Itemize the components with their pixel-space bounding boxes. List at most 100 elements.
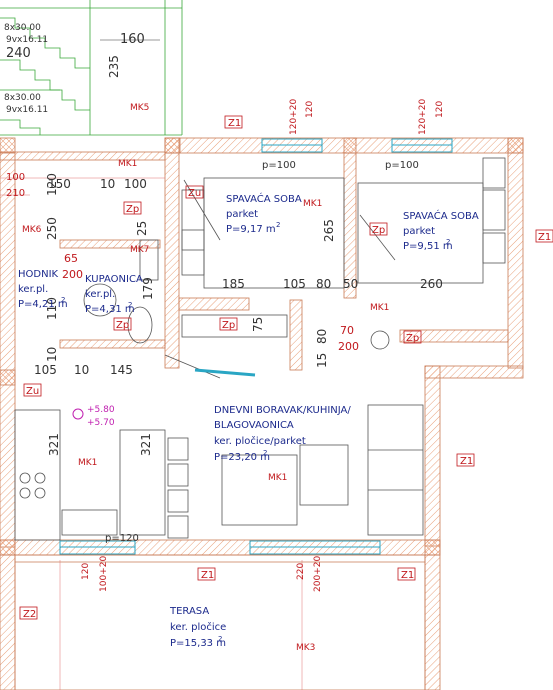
staircase [0,0,183,136]
svg-text:p=100: p=100 [262,160,296,171]
svg-text:Z1: Z1 [401,570,414,581]
room-dnevni-floor: ker. pločice/parket [214,435,306,447]
room-dnevni-area: P=23,20 m [214,452,270,463]
svg-text:Z1: Z1 [460,456,473,467]
mk1-living: MK1 [268,473,287,483]
tag-zp-5: Zp [403,330,422,344]
svg-text:Z1: Z1 [201,570,214,581]
svg-text:10: 10 [45,347,59,362]
svg-text:75: 75 [251,317,265,332]
svg-text:2: 2 [446,238,450,246]
svg-text:105: 105 [34,363,57,377]
svg-text:185: 185 [222,277,245,291]
svg-text:p=120: p=120 [105,533,139,544]
svg-text:120: 120 [81,563,91,580]
mk7: MK7 [130,245,149,255]
room-bed1-area: P=9,17 m [226,224,276,235]
svg-text:Zu: Zu [188,188,201,199]
svg-text:80: 80 [315,329,329,344]
room-bed2-name: SPAVAĆA SOBA [403,209,479,222]
stair-label-1b: 9vx16.11 [6,35,48,45]
svg-text:50: 50 [343,277,358,291]
tag-zp-4: Zp [219,317,238,331]
room-dnevni-line1: DNEVNI BORAVAK/KUHINJA/ [214,405,351,416]
furniture [14,157,506,541]
tag-zp-3: Zp [113,317,132,331]
svg-text:2: 2 [61,296,65,304]
stair-label-2a: 8x30.00 [4,93,41,103]
level-1: +5.80 [87,405,115,415]
room-dnevni-line2: BLAGOVAONICA [214,420,294,431]
svg-text:Z1: Z1 [228,118,241,129]
dimensions: p=100 p=100 p=120 150 10 100 120 250 25 … [6,99,445,592]
tag-z1-top: Z1 [224,115,243,129]
svg-text:260: 260 [420,277,443,291]
dim-235: 235 [107,55,121,78]
svg-text:65: 65 [64,252,78,265]
tag-z1-living: Z1 [456,453,475,467]
room-hodnik-area: P=4,21 m [18,299,68,310]
svg-text:150: 150 [48,177,71,191]
room-bed2-floor: parket [403,226,435,237]
svg-text:Zu: Zu [26,386,39,397]
room-kupaonica-floor: ker.pl. [85,289,115,300]
room-labels: SPAVAĆA SOBA parket P=9,17 m 2 SPAVAĆA S… [18,192,479,649]
svg-text:70: 70 [340,324,354,337]
dim-160: 160 [120,32,145,47]
walls [0,137,524,556]
dim-240: 240 [6,46,31,61]
tag-z2: Z2 [19,606,38,620]
svg-text:145: 145 [110,363,133,377]
tag-zu-1: Zu [185,185,204,199]
mk1-top: MK1 [118,159,137,169]
svg-text:Z2: Z2 [23,609,36,620]
svg-text:105: 105 [283,277,306,291]
axis-lines [0,177,303,690]
room-kupaonica-area: P=4,31 m [85,304,135,315]
svg-text:110: 110 [45,297,59,320]
svg-text:120+20: 120+20 [289,99,299,135]
mk5: MK5 [130,103,149,113]
svg-text:Zp: Zp [126,204,139,215]
svg-text:120: 120 [305,101,315,118]
stair-dims: 160 240 235 8x30.00 9vx16.11 8x30.00 9vx… [4,23,160,115]
svg-text:Zp: Zp [222,320,235,331]
svg-text:265: 265 [322,219,336,242]
svg-text:321: 321 [139,433,153,456]
svg-text:2: 2 [263,449,267,457]
svg-text:210: 210 [6,188,25,199]
svg-text:250: 250 [45,217,59,240]
tag-z1-right: Z1 [535,229,553,243]
room-bed1-floor: parket [226,209,258,220]
tag-z1-bottom2: Z1 [397,567,416,581]
svg-text:Zp: Zp [116,320,129,331]
level-2: +5.70 [87,418,115,428]
room-hodnik-name: HODNIK [18,269,59,280]
mk1-bed1: MK1 [303,199,322,209]
room-terasa-area: P=15,33 m [170,638,226,649]
svg-text:120+20: 120+20 [418,99,428,135]
room-kupaonica-name: KUPAONICA [85,274,143,285]
mk1-bed2: MK1 [370,303,389,313]
room-bed1-name: SPAVAĆA SOBA [226,192,302,205]
svg-text:Z1: Z1 [538,232,551,243]
svg-text:2: 2 [218,635,222,643]
svg-text:200: 200 [338,340,359,353]
mk1-kitchen: MK1 [78,458,97,468]
svg-text:220: 220 [296,563,306,580]
svg-text:179: 179 [141,277,155,300]
svg-text:p=100: p=100 [385,160,419,171]
svg-text:10: 10 [100,177,115,191]
room-terasa-floor: ker. pločice [170,621,226,633]
terrace [0,554,441,690]
svg-text:15: 15 [315,353,329,368]
tags: Z1 Z1 Z1 Z1 Z1 Z2 Zp Zp Zp Zp Zp Zu Zu [19,115,553,620]
stair-label-2b: 9vx16.11 [6,105,48,115]
tag-zp-1: Zp [123,201,142,215]
mk-labels: MK5 MK1 MK6 MK7 MK1 MK1 MK1 MK1 MK3 [22,103,389,653]
tag-zu-2: Zu [23,383,42,397]
svg-text:Zp: Zp [372,225,385,236]
room-hodnik-floor: ker.pl. [18,284,48,295]
svg-text:200+20: 200+20 [313,556,323,592]
